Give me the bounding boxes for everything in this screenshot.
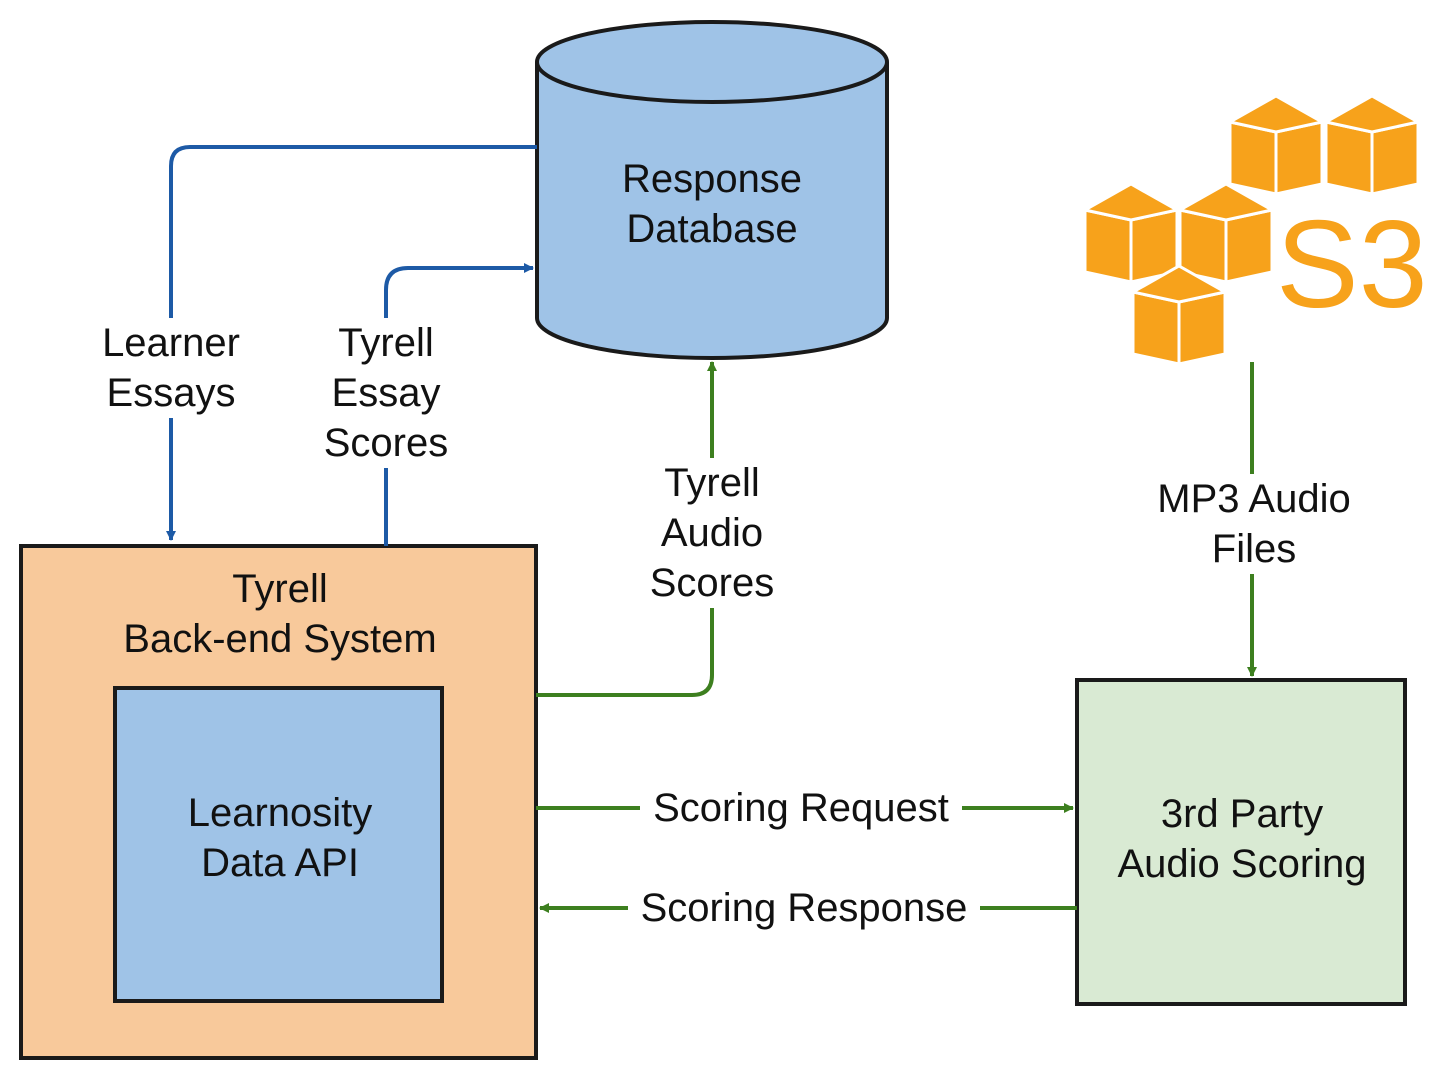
aws-s3-cubes-icon	[1080, 94, 1423, 366]
s3-cube-icon	[1128, 264, 1230, 366]
database-label: Response Database	[621, 157, 803, 251]
s3-label: S3	[1276, 196, 1428, 334]
audio-scores-arrow	[536, 361, 717, 697]
backend-label: Tyrell Back-end System	[123, 567, 437, 661]
s3-cube-icon	[1321, 94, 1423, 196]
scoring-label: 3rd Party Audio Scoring	[1117, 792, 1367, 886]
response-database-node	[535, 20, 889, 360]
s3-cube-icon	[1080, 182, 1182, 284]
api-label: Learnosity Data API	[187, 791, 373, 885]
essay-scores-arrow	[384, 263, 534, 546]
mp3-files-label: MP3 Audio Files	[1152, 474, 1356, 574]
scoring-response-label: Scoring Response	[628, 883, 980, 933]
learnosity-api-node	[113, 686, 444, 1003]
essay-scores-label: Tyrell Essay Scores	[320, 318, 452, 468]
learner-essays-arrow	[166, 145, 537, 541]
audio-scoring-node	[1075, 678, 1407, 1006]
scoring-request-label: Scoring Request	[640, 783, 962, 833]
s3-cube-icon	[1225, 94, 1327, 196]
learner-essays-label: Learner Essays	[90, 318, 252, 418]
s3-cube-icon	[1175, 182, 1277, 284]
audio-scores-label: Tyrell Audio Scores	[646, 458, 778, 608]
